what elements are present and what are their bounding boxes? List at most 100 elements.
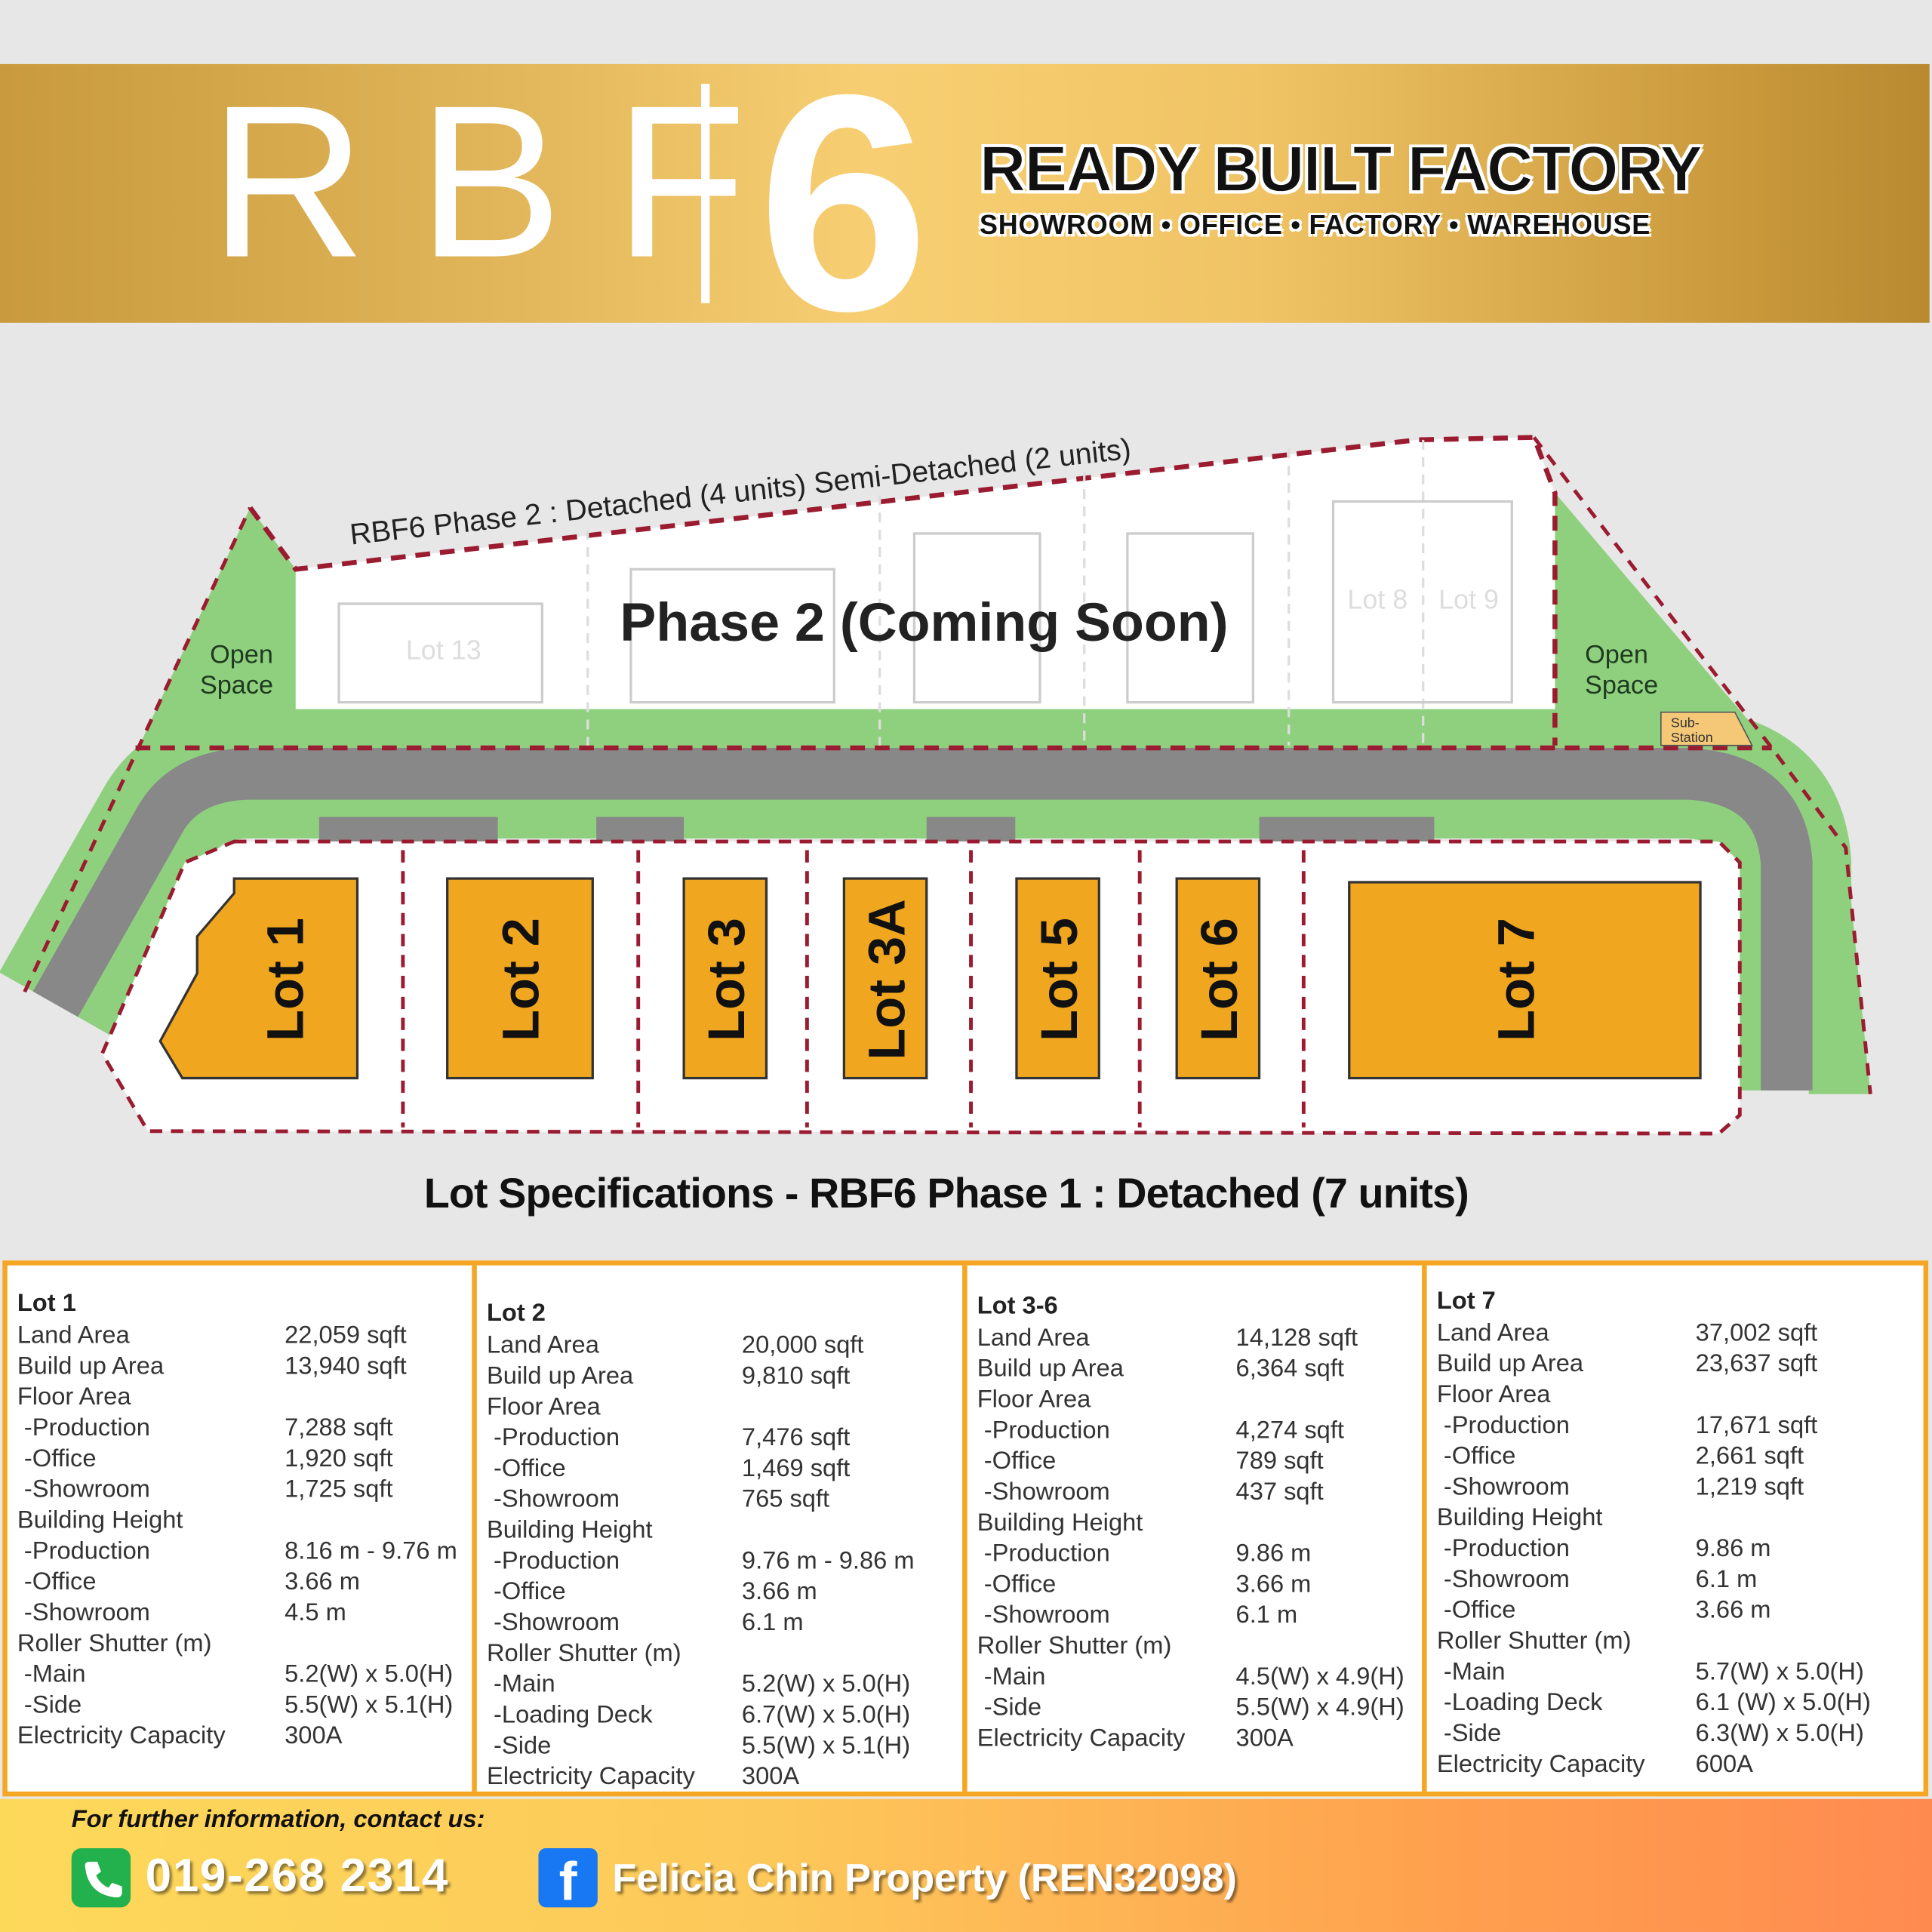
spec-label: Build up Area [1436,1350,1584,1378]
lot-1-building[interactable] [158,877,359,1080]
lot-7-building[interactable] [1348,881,1702,1080]
lot-3-building[interactable] [682,877,768,1080]
spec-value: 9.86 m [1235,1540,1312,1567]
spec-row: Building Height [17,1506,462,1537]
spec-label: -Showroom [486,1485,620,1513]
spec-row: Building Height [977,1508,1412,1539]
spec-row: Building Height [487,1515,952,1546]
site-boundary-right [1532,436,1872,1095]
spec-label: -Loading Deck [1436,1689,1603,1717]
spec-row: Roller Shutter (m) [1437,1626,1914,1657]
header-banner: RBF 6 READY BUILT FACTORY SHOWROOM • OFF… [0,48,1930,357]
facebook-page-name[interactable]: Felicia Chin Property (REN32098) [612,1855,1237,1900]
spec-value: 300A [1235,1724,1294,1752]
spec-label: -Showroom [486,1609,620,1637]
spec-row: Floor Area [17,1383,462,1414]
spec-label: -Showroom [1436,1566,1570,1594]
spec-label: Build up Area [17,1352,165,1380]
spec-lot-name: Lot 7 [1436,1287,1496,1315]
spec-value: 6.1 m [741,1609,804,1637]
spec-label: -Production [977,1540,1110,1567]
spec-value: 789 sqft [1235,1447,1324,1475]
spec-value: 14,128 sqft [1235,1324,1358,1352]
spec-label: -Production [1436,1412,1570,1439]
lot-label: Lot 5 [1030,918,1088,1041]
spec-value: 3.66 m [1695,1596,1771,1624]
spec-value: 1,219 sqft [1695,1473,1804,1501]
spec-value: 437 sqft [1235,1478,1324,1506]
substation [1660,711,1753,746]
footer: For further information, contact us: 019… [0,1798,1932,1932]
spec-title: Lot Specifications - RBF6 Phase 1 : Deta… [423,1171,1469,1218]
spec-label: Floor Area [977,1386,1091,1414]
spec-value: 7,288 sqft [285,1414,393,1442]
spec-label: -Side [17,1691,82,1719]
header-subtitle: SHOWROOM • OFFICE • FACTORY • WAREHOUSE [979,209,1651,241]
spec-label: -Side [486,1732,552,1760]
spec-label: Roller Shutter (m) [1436,1627,1632,1655]
lot-5-building[interactable] [1015,877,1100,1080]
spec-value: 300A [741,1763,800,1791]
spec-row: Building Height [1437,1503,1914,1534]
spec-value: 6,364 sqft [1235,1355,1344,1383]
spec-label: -Office [977,1571,1057,1598]
lot-2-building[interactable] [446,877,594,1080]
spec-value: 6.7(W) x 5.0(H) [741,1701,911,1729]
lot-label: Lot 3 [697,918,755,1041]
spec-label: -Side [977,1694,1041,1721]
spec-value: 5.7(W) x 5.0(H) [1695,1658,1864,1686]
spec-value: 765 sqft [741,1485,830,1513]
spec-label: -Main [486,1670,555,1698]
lot-6-building[interactable] [1175,877,1261,1080]
spec-value: 9,810 sqft [741,1362,851,1390]
lot-label: Lot 3A [857,899,915,1060]
spec-row: -Side 5.5(W) x 4.9(H) [977,1693,1412,1724]
spec-value: 4.5 m [285,1599,346,1627]
spec-value: 6.1 (W) x 5.0(H) [1695,1689,1871,1717]
spec-lot-name: Lot 2 [486,1300,546,1327]
spec-label: Build up Area [486,1362,634,1390]
spec-value: 5.5(W) x 4.9(H) [1235,1694,1404,1721]
spec-label: Floor Area [17,1383,131,1411]
lot-3a-building[interactable] [842,877,928,1080]
spec-label: Building Height [486,1516,653,1544]
spec-label: Electricity Capacity [17,1722,226,1750]
spec-label: -Main [17,1660,86,1688]
spec-label: -Office [486,1578,566,1606]
spec-value: 1,920 sqft [285,1445,393,1473]
spec-label: -Showroom [17,1475,150,1503]
phone-number[interactable]: 019-268 2314 [145,1850,450,1903]
spec-label: Building Height [17,1506,183,1534]
spec-label: Floor Area [486,1393,601,1421]
spec-row: -Production 9.86 m [977,1539,1412,1570]
lot-label: Lot 2 [491,918,549,1041]
brand-divider [700,84,710,303]
